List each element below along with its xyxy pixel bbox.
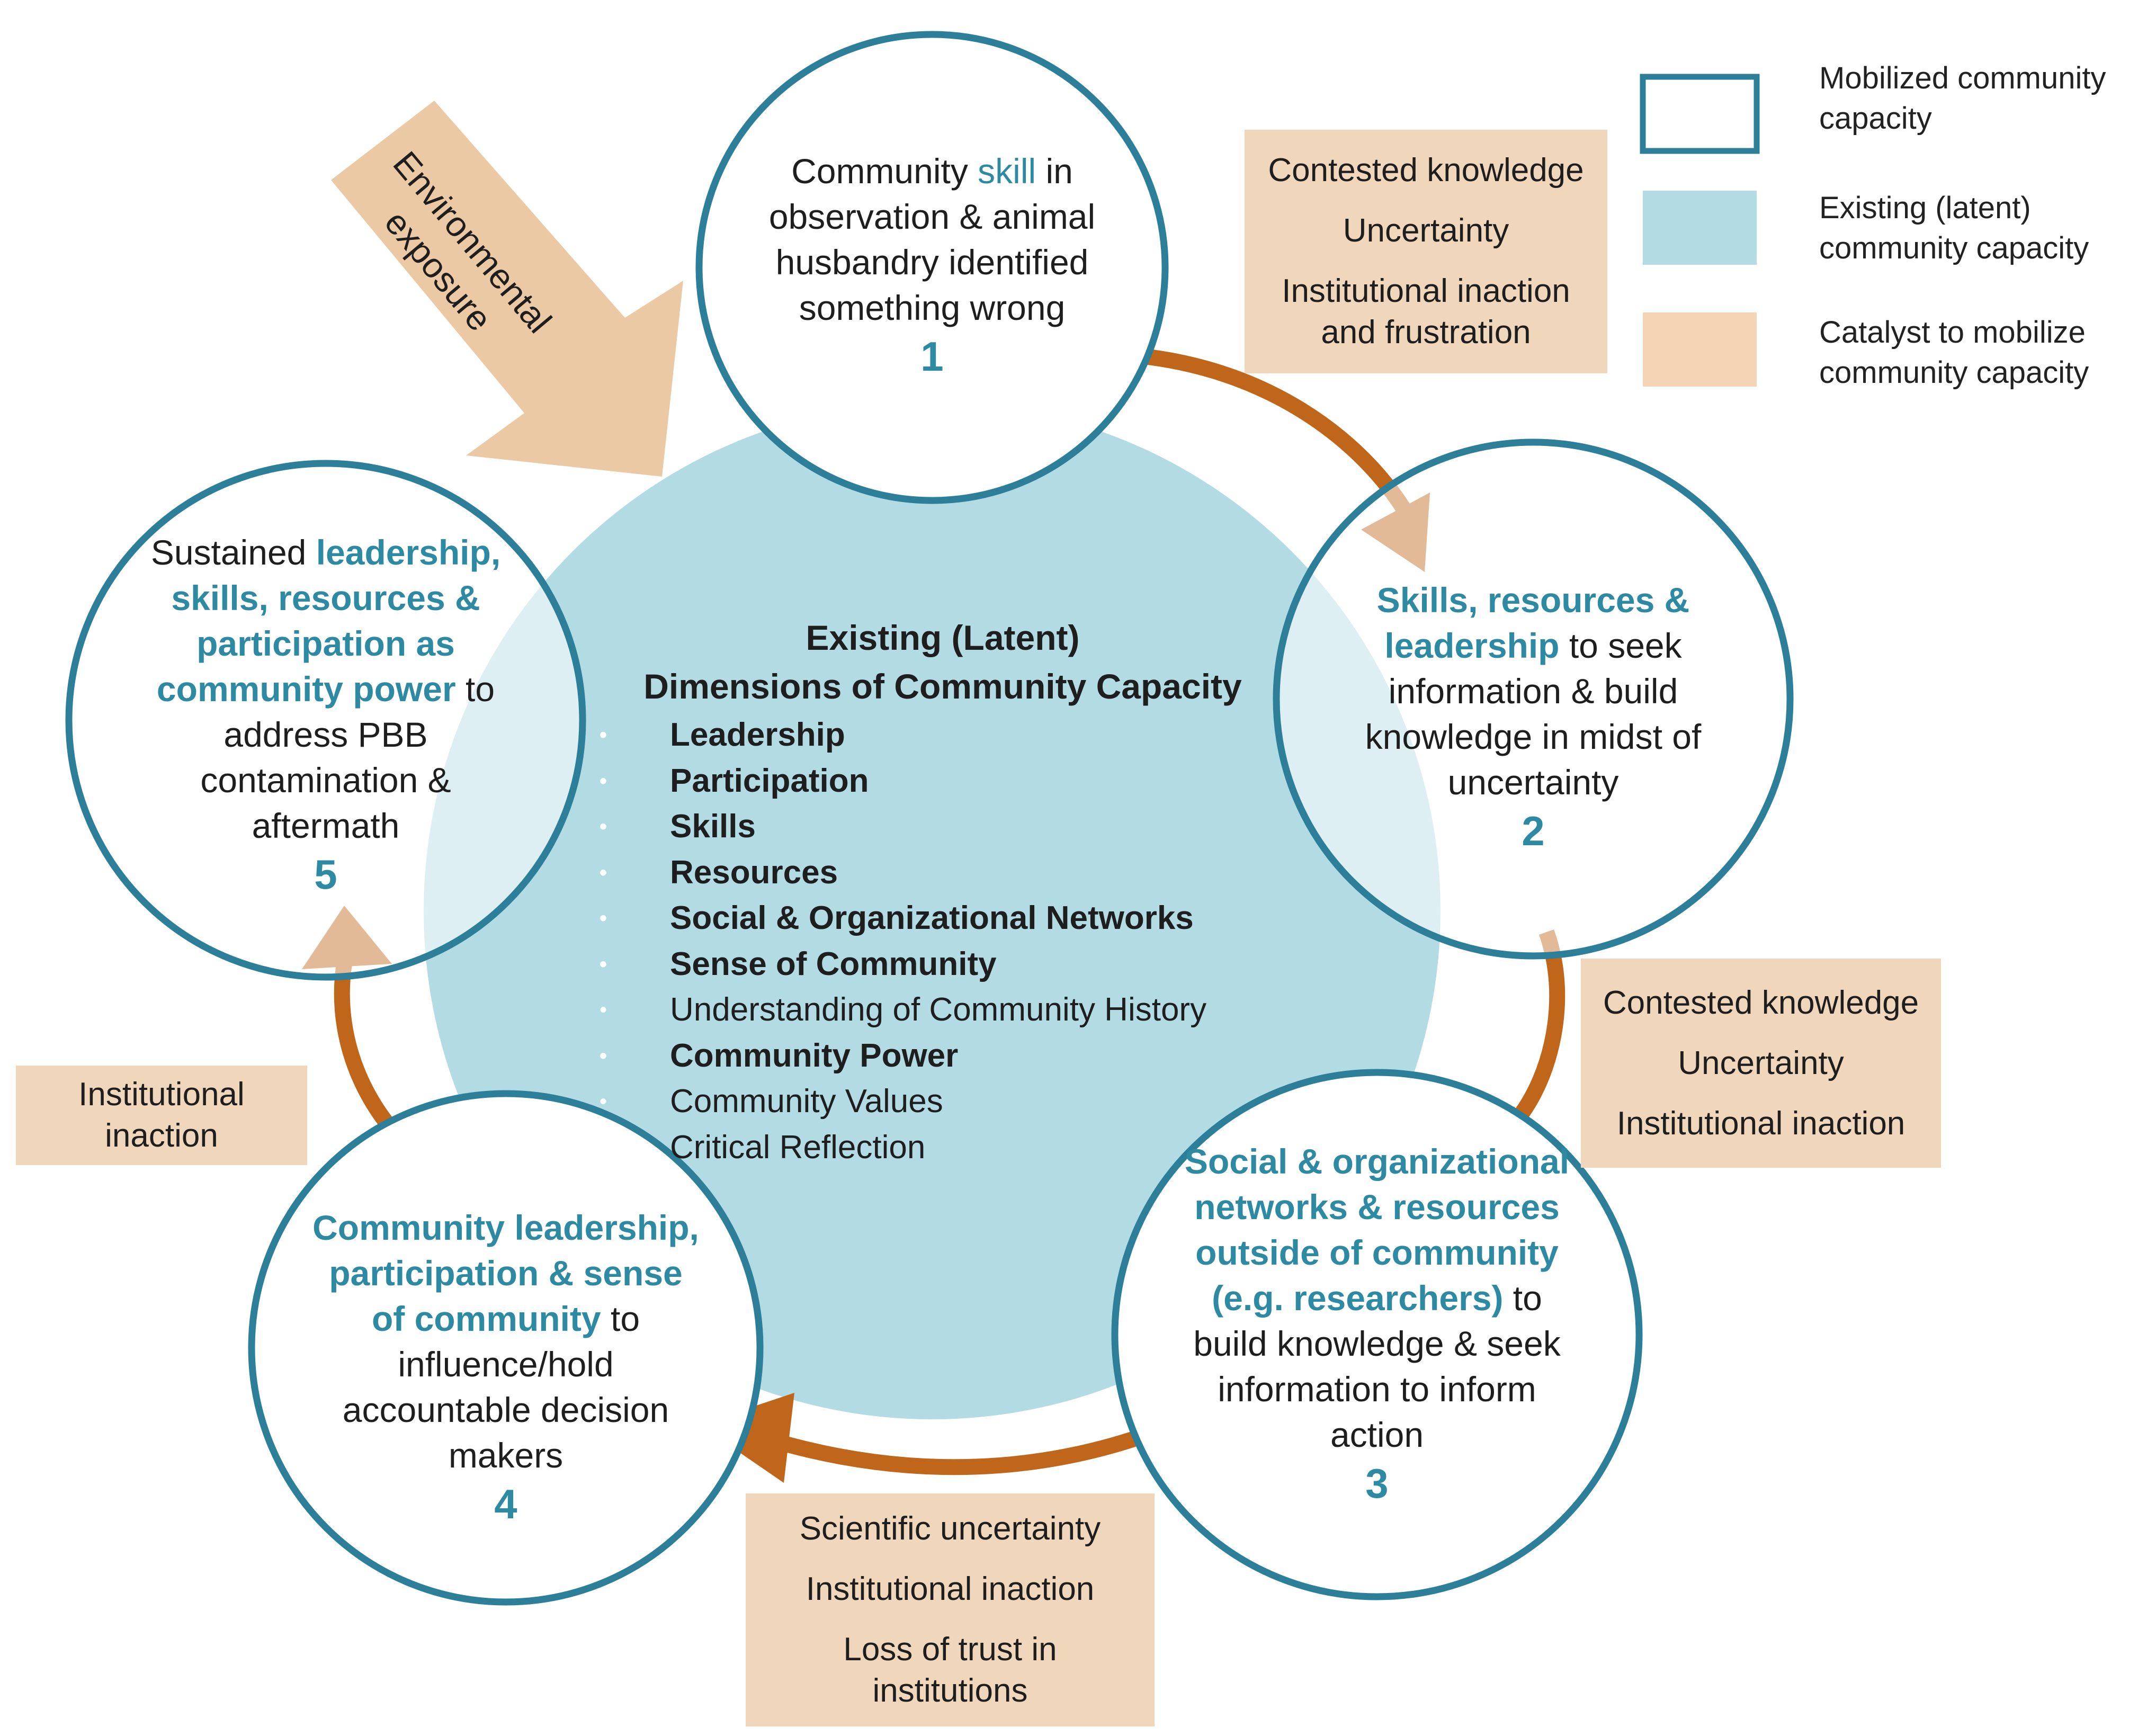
legend-catalyst-swatch xyxy=(1643,312,1757,387)
stage-5-text-a: Sustained xyxy=(150,533,316,572)
legend-mobilized-swatch xyxy=(1640,74,1760,154)
stage-1-highlight: skill xyxy=(978,151,1036,191)
dimension-item: Skills xyxy=(593,804,1206,850)
stage-5-text-c: to address PBB contamination & aftermath xyxy=(200,669,495,845)
catalyst-box-1-line: Institutional inaction xyxy=(1282,273,1570,309)
stage-2-circle xyxy=(1273,439,1794,960)
catalyst-box-2-line: Contested knowledge xyxy=(1603,984,1919,1021)
dimension-item: Resources xyxy=(593,850,1206,896)
catalyst-box-1-line: Uncertainty xyxy=(1343,212,1509,249)
stage-1-text-a: Community xyxy=(791,151,978,191)
dimension-item: Participation xyxy=(593,758,1206,804)
legend-existing-swatch xyxy=(1643,191,1757,265)
stage-1-circle xyxy=(695,31,1169,504)
dimension-item: Social & Organizational Networks xyxy=(593,896,1206,942)
catalyst-box-3-line: Institutional inaction xyxy=(806,1571,1095,1607)
legend-catalyst-label: Catalyst to mobilize community capacity xyxy=(1819,315,2089,390)
stage-3-circle xyxy=(1111,1069,1643,1600)
dimension-item: Leadership xyxy=(593,712,1206,758)
catalyst-box-2-line: Uncertainty xyxy=(1678,1044,1844,1081)
stage-1-text-c: in observation & animal husbandry identi… xyxy=(768,151,1096,327)
catalyst-box-1: Contested knowledge Uncertainty Institut… xyxy=(1245,130,1607,373)
legend-mobilized-label: Mobilized community capacity xyxy=(1819,61,2106,136)
stage-2-text: Skills, resources & leadership to seek i… xyxy=(1343,577,1724,854)
stage-4-number: 4 xyxy=(494,1481,517,1527)
stage-5-highlight: leadership, skills, resources & particip… xyxy=(156,533,501,709)
dimension-item: Community Values xyxy=(593,1079,1206,1125)
stage-4-text: Community leadership, participation & se… xyxy=(312,1205,699,1527)
stage-2-number: 2 xyxy=(1522,808,1545,854)
stage-5-text: Sustained leadership, skills, resources … xyxy=(124,530,527,897)
stage-5-circle xyxy=(65,460,586,981)
stage-4-circle xyxy=(248,1090,764,1606)
center-title: Existing (Latent) Dimensions of Communit… xyxy=(609,613,1276,711)
stage-1-text: Community skill in observation & animal … xyxy=(747,148,1117,379)
catalyst-box-3-line: institutions xyxy=(872,1672,1028,1709)
stage-4-highlight: Community leadership, participation & se… xyxy=(312,1208,699,1338)
catalyst-box-3: Scientific uncertainty Institutional ina… xyxy=(746,1493,1155,1726)
catalyst-box-3-line: Scientific uncertainty xyxy=(799,1510,1101,1547)
catalyst-box-1-line: and frustration xyxy=(1321,314,1531,351)
stage-1-number: 1 xyxy=(920,333,944,380)
stage-2-highlight: Skills, resources & leadership xyxy=(1376,580,1690,665)
center-title-line-1: Existing (Latent) xyxy=(806,618,1080,657)
environmental-exposure-arrow xyxy=(331,101,683,477)
catalyst-box-4-line: Institutional xyxy=(78,1076,245,1113)
stage-3-text-b: to build knowledge & seek information to… xyxy=(1193,1278,1561,1454)
arrow-2-to-3 xyxy=(1504,929,1565,1134)
catalyst-box-4: Institutional inaction xyxy=(16,1066,307,1165)
arrow-3-to-4 xyxy=(771,1422,1163,1475)
catalyst-box-2-line: Institutional inaction xyxy=(1616,1105,1906,1142)
stage-5-number: 5 xyxy=(314,851,337,898)
catalyst-box-2: Contested knowledge Uncertainty Institut… xyxy=(1581,959,1941,1168)
catalyst-box-1-line: Contested knowledge xyxy=(1268,152,1584,189)
stage-2-text-b: to seek information & build knowledge in… xyxy=(1365,626,1702,802)
stage-4-text-b: to influence/hold accountable decision m… xyxy=(342,1299,669,1475)
catalyst-box-4-line: inaction xyxy=(105,1117,218,1154)
dimension-list: Leadership Participation Skills Resource… xyxy=(593,712,1206,1170)
stage-3-text: Social & organizational networks & resou… xyxy=(1181,1139,1573,1506)
dimension-item: Critical Reflection xyxy=(593,1125,1206,1171)
catalyst-box-3-line: Loss of trust in xyxy=(843,1631,1057,1668)
legend-existing-label: Existing (latent) community capacity xyxy=(1819,191,2089,265)
stage-3-highlight: Social & organizational networks & resou… xyxy=(1184,1142,1570,1318)
dimension-item: Sense of Community xyxy=(593,942,1206,988)
center-title-line-2: Dimensions of Community Capacity xyxy=(643,667,1242,706)
arrow-1-to-2 xyxy=(1127,347,1410,513)
stage-3-number: 3 xyxy=(1365,1460,1389,1507)
dimension-item: Understanding of Community History xyxy=(593,987,1206,1033)
dimension-item: Community Power xyxy=(593,1033,1206,1079)
